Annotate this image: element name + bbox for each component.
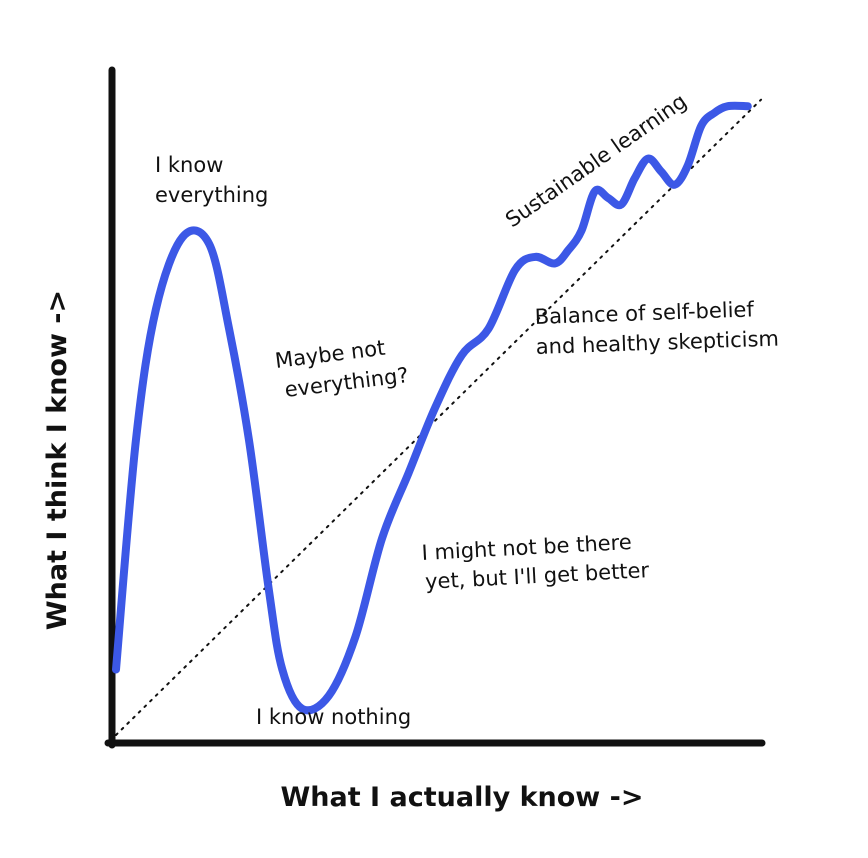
annotation-line: Sustainable learning (501, 89, 691, 232)
annotation-i-know-nothing: I know nothing (256, 705, 411, 729)
annotation-line: I know nothing (256, 705, 411, 729)
annotation-balance-self-belief: Balance of self-belief and healthy skept… (534, 297, 779, 359)
annotation-line: I know (155, 153, 223, 177)
annotation-line: Balance of self-belief (534, 297, 754, 329)
annotation-i-know-everything: I know everything (155, 153, 268, 207)
annotation-line: everything (155, 183, 268, 207)
annotation-might-not-be-there-yet: I might not be there yet, but I'll get b… (421, 529, 650, 594)
annotation-maybe-not-everything: Maybe not everything? (274, 333, 410, 403)
reference-diagonal-line (115, 98, 763, 736)
y-axis-title: What I think I know -> (42, 290, 73, 630)
annotation-sustainable-learning: Sustainable learning (501, 89, 691, 232)
confidence-curve (112, 101, 752, 715)
x-axis-title: What I actually know -> (281, 782, 644, 813)
annotation-line: yet, but I'll get better (425, 558, 651, 594)
annotation-line: and healthy skepticism (535, 327, 779, 359)
